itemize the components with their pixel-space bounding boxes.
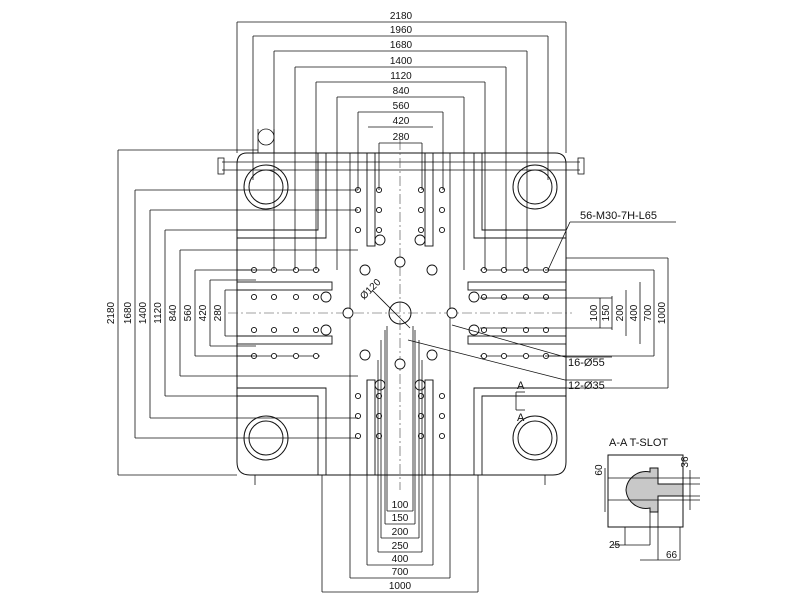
threaded-hole [312,293,320,301]
callout-holes-35: 12-Ø35 [568,380,605,392]
platen-outline [217,128,585,485]
threaded-hole [500,352,508,360]
dim-top-560: 560 [393,101,410,112]
dim-left-1400: 1400 [138,301,149,324]
threaded-hole [354,392,362,400]
center-locating-hole [388,301,412,325]
dim-left-560: 560 [183,304,194,321]
dim-left-420: 420 [198,304,209,321]
threaded-hole [438,432,446,440]
dim-right-150: 150 [601,304,612,321]
tslot-dim-60: 60 [594,464,605,476]
dim-left-1120: 1120 [153,302,164,324]
threaded-hole [292,326,300,334]
large-holes [320,234,480,391]
callout-holes-55: 16-Ø55 [568,357,605,369]
threaded-hole [417,226,425,234]
tslot-dim-25: 25 [609,540,621,551]
dim-top-1960: 1960 [390,25,413,36]
dim-top-420: 420 [393,116,410,127]
threaded-hole [480,326,488,334]
dim-bottom-200: 200 [392,527,409,538]
dim-right-100: 100 [589,304,600,321]
top-dimensions: 2180 1960 1680 1400 1120 840 560 420 280 [236,11,567,270]
dim-right-200: 200 [615,304,626,321]
center-lines [228,140,572,490]
dim-right-700: 700 [643,304,654,321]
tslot-title: A-A T-SLOT [609,437,668,449]
bottom-dimensions: 100 150 200 250 400 700 1000 [321,326,479,593]
threaded-hole [292,293,300,301]
threaded-hole [522,326,530,334]
threaded-hole [270,293,278,301]
left-dimensions: 2180 1680 1400 1120 840 560 420 280 [106,149,358,476]
threaded-hole [438,412,446,420]
dim-top-1120: 1120 [390,71,412,82]
threaded-hole [270,352,278,360]
threaded-hole [292,266,300,274]
threaded-hole [480,293,488,301]
threaded-hole [500,266,508,274]
threaded-hole [354,412,362,420]
dim-bottom-700: 700 [392,567,409,578]
dim-left-840: 840 [168,304,179,321]
threaded-hole [522,293,530,301]
threaded-hole [542,326,550,334]
t-slots [236,152,567,476]
threaded-hole [500,293,508,301]
dim-left-2180: 2180 [106,301,117,324]
section-marker-top: A [517,380,525,392]
threaded-hole [375,206,383,214]
dim-right-400: 400 [629,304,640,321]
tslot-dim-36: 36 [680,456,691,468]
callouts: 56-M30-7H-L65 16-Ø55 12-Ø35 [407,210,676,392]
threaded-hole [522,352,530,360]
dim-bottom-150: 150 [392,513,409,524]
threaded-holes [250,186,550,440]
threaded-hole [542,293,550,301]
threaded-hole [522,266,530,274]
threaded-hole [375,226,383,234]
dim-bottom-250: 250 [392,541,409,552]
dim-top-2180: 2180 [390,11,413,22]
threaded-hole [438,186,446,194]
threaded-hole [500,326,508,334]
threaded-hole [438,226,446,234]
tslot-detail: A-A T-SLOT 60 36 25 66 [594,437,700,561]
threaded-hole [417,186,425,194]
dim-top-840: 840 [393,86,410,97]
threaded-hole [250,293,258,301]
dim-bottom-1000: 1000 [389,581,412,592]
threaded-hole [417,206,425,214]
threaded-hole [270,326,278,334]
dim-right-1000: 1000 [657,301,668,324]
dim-left-280: 280 [213,304,224,321]
right-dimensions: 100 150 200 400 700 1000 [480,257,669,389]
dim-bottom-100: 100 [392,500,409,511]
dim-bottom-400: 400 [392,554,409,565]
threaded-hole [480,352,488,360]
dim-top-1400: 1400 [390,56,413,67]
tslot-dim-66: 66 [666,550,678,561]
threaded-hole [438,206,446,214]
section-marker: A A [515,380,525,424]
dim-left-1680: 1680 [123,301,134,324]
dim-top-280: 280 [393,132,410,143]
threaded-hole [312,352,320,360]
threaded-hole [438,392,446,400]
threaded-hole [250,326,258,334]
section-marker-bottom: A [517,412,525,424]
threaded-hole [354,226,362,234]
dim-top-1680: 1680 [390,40,413,51]
tie-bar-holes [243,164,558,461]
threaded-hole [354,432,362,440]
threaded-hole [480,266,488,274]
threaded-hole [312,326,320,334]
callout-threaded-holes: 56-M30-7H-L65 [580,210,657,222]
threaded-hole [292,352,300,360]
